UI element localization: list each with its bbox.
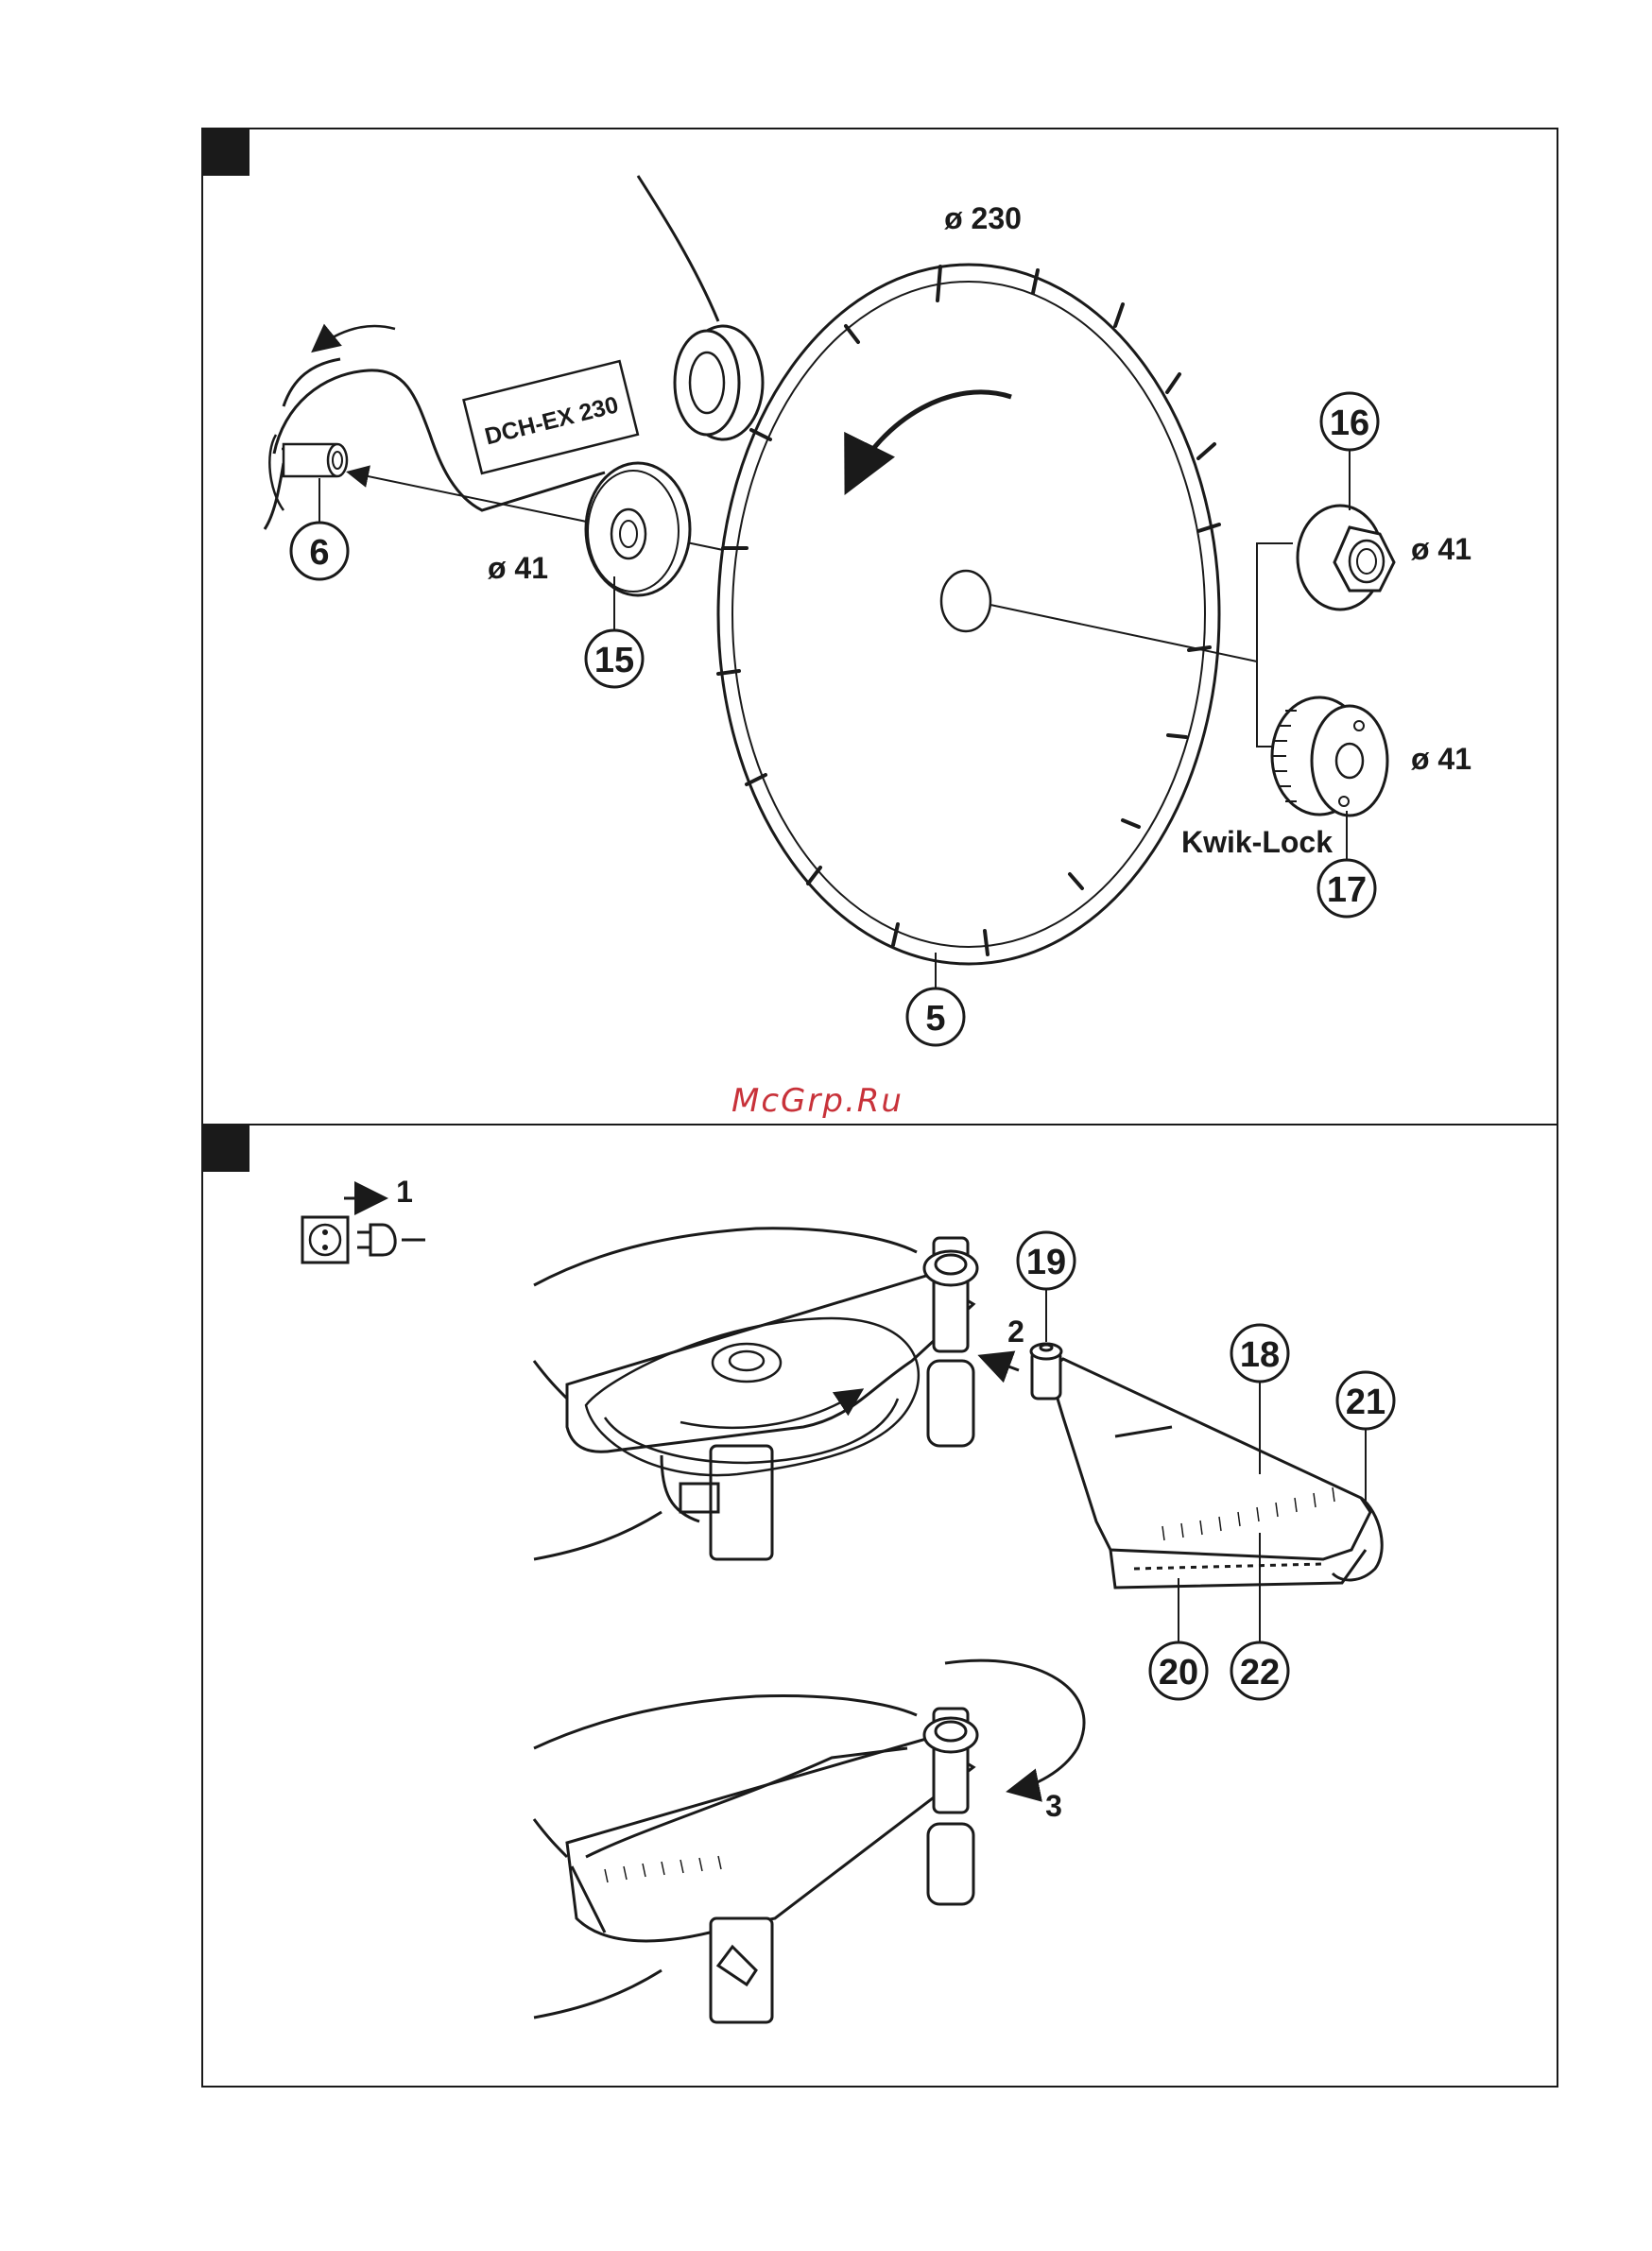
figure2: 1 <box>302 1175 1394 2022</box>
kwik-lock-nut <box>1272 697 1387 816</box>
svg-text:6: 6 <box>309 533 329 573</box>
callout-5: 5 <box>907 953 964 1045</box>
guide-carriage <box>1031 1344 1382 1588</box>
inner-flange-diameter-label: ø 41 <box>488 551 548 585</box>
flange-nut <box>1298 506 1394 610</box>
model-plate: DCH-EX 230 <box>464 361 638 473</box>
svg-text:22: 22 <box>1240 1653 1280 1693</box>
watermark: McGrp.Ru <box>731 1082 903 1120</box>
figure2-marker <box>202 1125 250 1172</box>
callout-6: 6 <box>291 478 348 579</box>
housing-bearing <box>675 326 763 439</box>
callout-20: 20 <box>1150 1578 1207 1699</box>
svg-text:17: 17 <box>1327 870 1367 910</box>
blade-diameter-label: ø 230 <box>944 201 1022 235</box>
step3-label: 3 <box>1045 1789 1062 1823</box>
inner-flange <box>586 463 690 595</box>
svg-text:19: 19 <box>1026 1243 1066 1282</box>
callout-16: 16 <box>1321 393 1378 510</box>
kwik-diameter-label: ø 41 <box>1411 742 1471 776</box>
svg-text:5: 5 <box>925 999 945 1039</box>
kwik-lock-label: Kwik-Lock <box>1181 825 1333 859</box>
figure1: DCH-EX 230 <box>265 176 1471 1045</box>
callout-21: 21 <box>1337 1372 1394 1503</box>
svg-text:21: 21 <box>1346 1383 1385 1422</box>
svg-text:18: 18 <box>1240 1335 1280 1375</box>
diamond-blade <box>718 265 1219 964</box>
step2-label: 2 <box>1007 1315 1024 1349</box>
step1-label: 1 <box>396 1175 413 1209</box>
machine-lower <box>534 1695 977 2022</box>
machine-upper <box>534 1229 977 1559</box>
figure1-marker <box>202 129 250 176</box>
plug-icon <box>357 1225 425 1255</box>
unplug-step: 1 <box>302 1175 425 1263</box>
svg-text:16: 16 <box>1330 404 1369 443</box>
rotation-arrow-icon <box>315 326 395 350</box>
nut-diameter-label: ø 41 <box>1411 532 1471 566</box>
callout-19: 19 <box>1018 1232 1075 1342</box>
svg-text:15: 15 <box>594 641 634 680</box>
svg-text:20: 20 <box>1159 1653 1198 1693</box>
